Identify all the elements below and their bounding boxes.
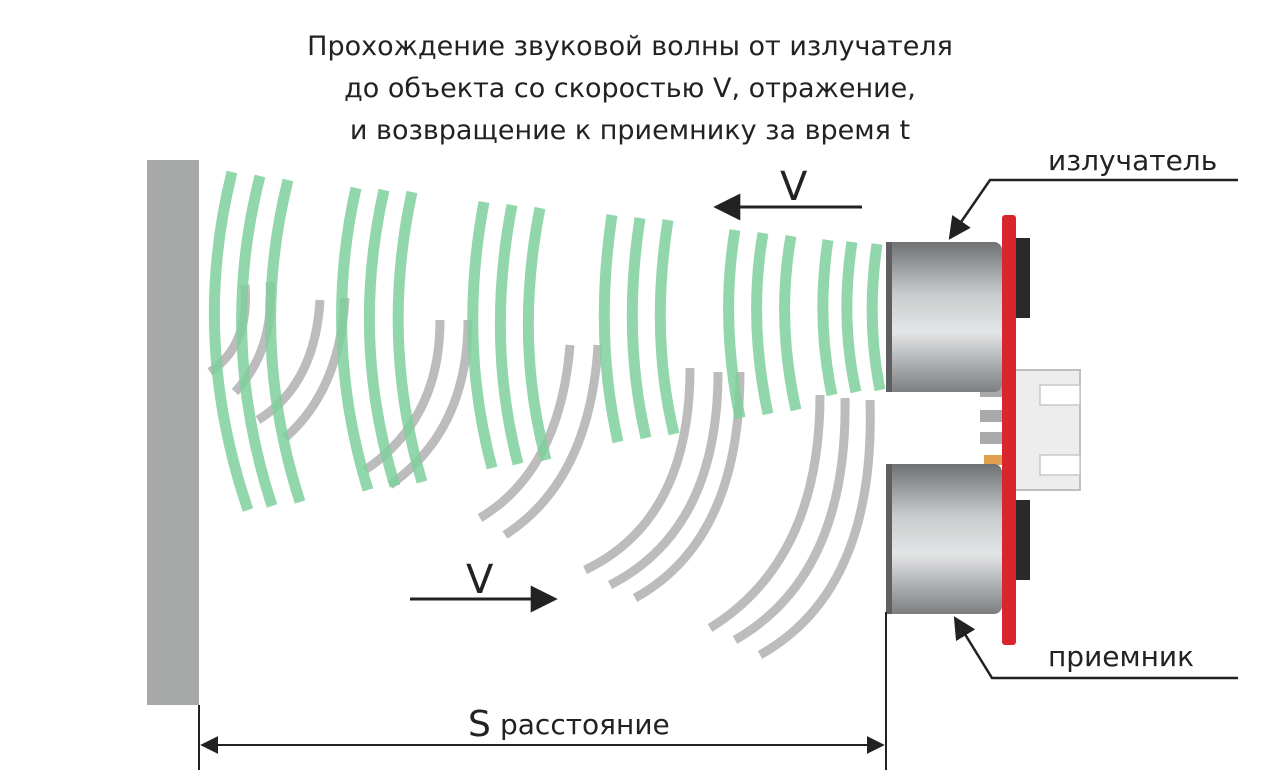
receiver-label: приемник	[1048, 640, 1194, 673]
distance-symbol: S	[468, 704, 491, 745]
receiver-leader-line	[953, 616, 1238, 680]
outgoing-waves	[208, 170, 886, 512]
emitter-transducer	[886, 242, 1002, 392]
velocity-label-bottom: V	[466, 557, 494, 603]
ultrasonic-sensor	[886, 215, 1081, 645]
title-line-3: и возвращение к приемнику за время t	[350, 115, 910, 146]
title-line-2: до объекта со скоростью V, отражение,	[344, 73, 916, 104]
pcb-board	[1002, 215, 1016, 645]
title-line-1: Прохождение звуковой волны от излучателя	[307, 31, 953, 62]
emitter-leader-line	[948, 178, 1238, 240]
emitter-label: излучатель	[1048, 144, 1217, 177]
distance-label: расстояние	[500, 708, 670, 741]
wall	[147, 160, 199, 705]
receiver-transducer	[886, 464, 1002, 614]
velocity-label-top: V	[780, 164, 808, 210]
